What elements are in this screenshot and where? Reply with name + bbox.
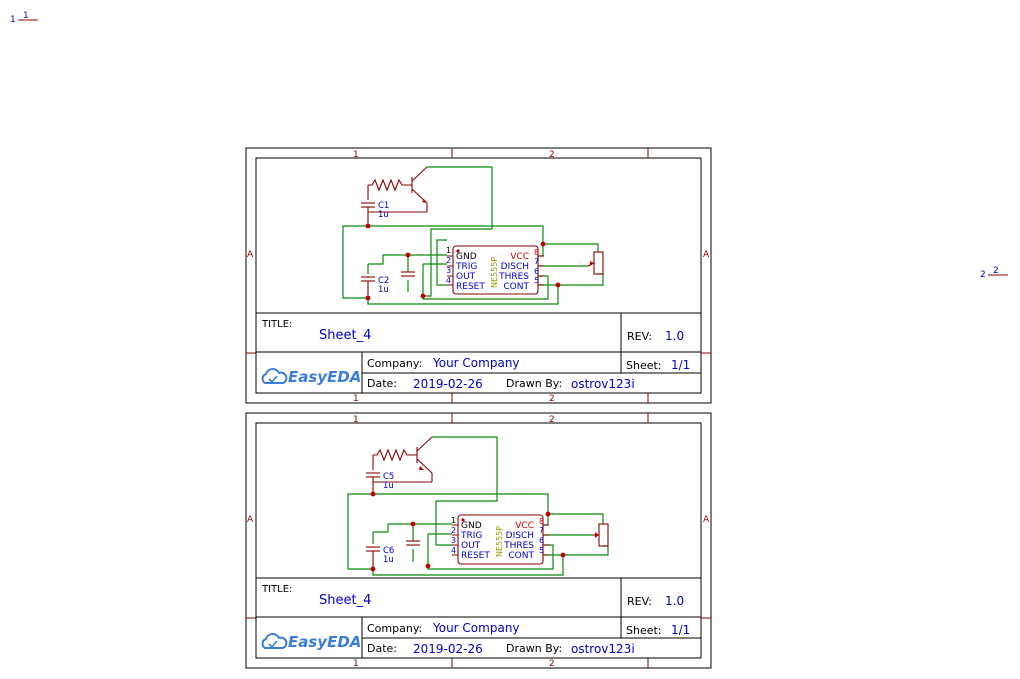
sheet-1-ic-pin-5-name: CONT: [503, 282, 529, 292]
sheet-2-easyeda-logo: EasyEDA: [261, 633, 361, 651]
sheet-1-col-label-1: 1: [353, 150, 359, 160]
corner-marker-2-label: 2: [993, 266, 999, 276]
sheet-1-ic-body: [452, 245, 539, 295]
sheet-1-col-label-2: 2: [549, 150, 555, 160]
sheet-2-ic-pin-2-name: TRIG: [460, 531, 482, 541]
sheet-2-col-label-1: 1: [353, 415, 359, 425]
sheet-2-col-label-1-bottom: 1: [353, 659, 359, 669]
sheet-2-ic-pin-1-name: GND: [461, 521, 482, 531]
sheet-1-title-block: TITLE: Sheet_4 REV: 1.0 Company: Your Co…: [255, 312, 702, 394]
sheet-1-company: Your Company: [432, 356, 520, 370]
sheet-1-ic-pin-3-name: OUT: [456, 272, 476, 282]
sheet-1-ic-pin-4-name: RESET: [456, 282, 485, 292]
sheet-1-ic-part: NE555P: [490, 257, 499, 288]
sheet-1-ic-pin-2-num: 2: [446, 256, 451, 265]
sheet-2-sheet: 1/1: [671, 623, 690, 637]
sheet-2-title-block: TITLE: Sheet_4 REV: 1.0 Company: Your Co…: [255, 577, 702, 659]
sheet-2-ic-pin-8-name: VCC: [515, 521, 534, 531]
sheet-1-ic-pin-6-name: THRES: [498, 272, 529, 282]
sheet-1-ic-pin-1-name: GND: [456, 252, 477, 262]
sheet-1-sheet: 1/1: [671, 358, 690, 372]
corner-marker-2-number: 2: [980, 270, 986, 280]
sheet-1-col-label-1-bottom: 1: [353, 394, 359, 404]
sheet-1-ic-pin-4-num: 4: [446, 276, 451, 285]
sheet-2-rev: 1.0: [665, 594, 684, 608]
sheet-1-company-label: Company:: [367, 357, 422, 370]
sheet-2-company-label: Company:: [367, 622, 422, 635]
sheet-2-circuit: C5 1u C6 1u 1 2: [347, 436, 609, 576]
sheet-1-sheet-label: Sheet:: [626, 359, 662, 372]
sheet-2-company: Your Company: [432, 621, 520, 635]
sheet-2-row-label-left: A: [247, 515, 254, 525]
sheet-2-c5-value: 1u: [383, 481, 394, 491]
sheet-1-drawn-label: Drawn By:: [506, 377, 562, 390]
sheet-2-date-label: Date:: [367, 642, 397, 655]
sheet-2-c6-value: 1u: [383, 555, 394, 565]
sheet-1-row-label-left: A: [247, 250, 254, 260]
sheet-1-ic-pin-7-num: 7: [534, 257, 539, 266]
sheet-1-row-label-right: A: [703, 250, 710, 260]
sheet-1-c2-ref: C2: [378, 276, 389, 286]
sheet-2-ic-pin-3-num: 3: [451, 536, 456, 545]
sheet-2-sheet-label: Sheet:: [626, 624, 662, 637]
sheet-2-ic-pin-8-num: 8: [539, 517, 544, 526]
sheet-1-rev: 1.0: [665, 329, 684, 343]
sheet-2-outer-frame: [245, 412, 712, 669]
sheet-1-logo-text: EasyEDA: [288, 368, 361, 386]
sheet-2-row-label-right: A: [703, 515, 710, 525]
sheet-1-c2-value: 1u: [378, 285, 389, 295]
sheet-2-col-label-2: 2: [549, 415, 555, 425]
sheet-1-c1-value: 1u: [378, 210, 389, 220]
sheet-2-ic-pin-4-num: 4: [451, 546, 456, 555]
sheet-2-ic-pin-4-name: RESET: [461, 551, 490, 561]
sheet-2-ic-pin-3-name: OUT: [461, 541, 481, 551]
sheet-1-ic-pin-1-num: 1: [446, 246, 451, 255]
sheet-2-ic-pin-1-num: 1: [451, 516, 456, 525]
sheet-1-easyeda-logo: EasyEDA: [261, 368, 361, 386]
sheet-2-title-label: TITLE:: [261, 584, 292, 595]
sheet-1-ic-pin-2-name: TRIG: [455, 262, 477, 272]
sheet-2-ic-pin-5-name: CONT: [508, 551, 534, 561]
sheet-1-title-label: TITLE:: [261, 319, 292, 330]
sheet-2-drawn-by: ostrov123i: [571, 642, 635, 656]
sheet-1-ic-pin-3-num: 3: [446, 266, 451, 275]
sheet-1-drawn-by: ostrov123i: [571, 377, 635, 391]
corner-marker-1: 1 1: [10, 11, 38, 25]
sheet-2-ic-pin-5-num: 5: [539, 546, 544, 555]
corner-marker-1-label: 1: [23, 11, 29, 21]
sheet-1-circuit: C1 1u C2 1u 1 2: [342, 166, 604, 305]
sheet-2-drawn-label: Drawn By:: [506, 642, 562, 655]
sheet-1-outer-frame: [245, 147, 712, 404]
corner-marker-1-number: 1: [10, 15, 16, 25]
sheet-1-date-label: Date:: [367, 377, 397, 390]
sheet-2-rev-label: REV:: [627, 595, 652, 608]
sheet-2-c6-ref: C6: [383, 546, 394, 556]
sheet-2-ic-pin-2-num: 2: [451, 526, 456, 535]
sheet-1-col-label-2-bottom: 2: [549, 394, 555, 404]
corner-marker-2: 2 2: [980, 266, 1008, 280]
sheet-1-ic-pin-7-name: DISCH: [501, 262, 529, 272]
sheet-1-ic-pin-8-name: VCC: [510, 252, 529, 262]
sheet-1: 1 2 1 2 A A: [245, 147, 712, 404]
sheet-1-title: Sheet_4: [319, 328, 371, 343]
sheet-2-logo-text: EasyEDA: [288, 633, 361, 651]
sheet-2-ic-pin-7-name: DISCH: [506, 531, 534, 541]
sheet-2-ic-body: [457, 514, 544, 565]
sheet-1-rev-label: REV:: [627, 330, 652, 343]
sheet-2-ic-pin-7-num: 7: [539, 526, 544, 535]
sheet-2: 1 2 1 2 A A: [245, 412, 712, 669]
sheet-2-c5-ref: C5: [383, 472, 394, 482]
sheet-1-date: 2019-02-26: [413, 377, 483, 391]
sheet-2-col-label-2-bottom: 2: [549, 659, 555, 669]
sheet-1-ic-pin-8-num: 8: [534, 248, 539, 257]
sheet-2-title: Sheet_4: [319, 593, 371, 608]
sheet-2-ic-part: NE555P: [495, 526, 504, 557]
sheet-2-ic-pin-6-num: 6: [539, 536, 544, 545]
sheet-2-ic-pin-6-name: THRES: [503, 541, 534, 551]
sheet-1-ic-pin-6-num: 6: [534, 267, 539, 276]
sheet-2-date: 2019-02-26: [413, 642, 483, 656]
sheet-1-c1-ref: C1: [378, 201, 389, 211]
sheet-1-ic-pin-5-num: 5: [534, 276, 539, 285]
